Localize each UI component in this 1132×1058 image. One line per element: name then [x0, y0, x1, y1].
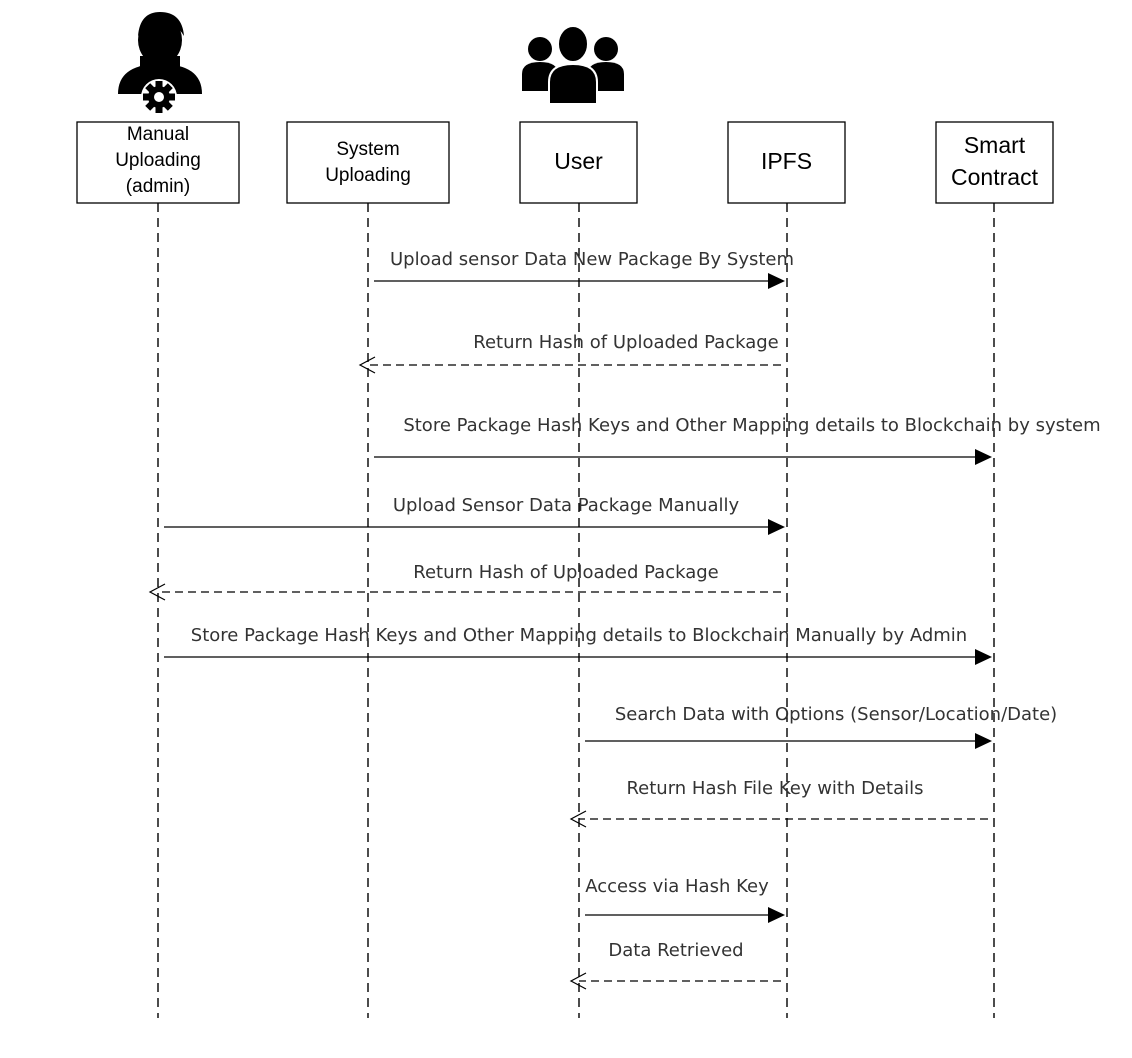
message-label: Search Data with Options (Sensor/Locatio… — [615, 704, 1057, 725]
arrowhead-filled-icon — [975, 733, 992, 749]
participant-label: Uploading — [325, 165, 411, 186]
participant-box — [286, 121, 450, 204]
arrowhead-filled-icon — [768, 273, 785, 289]
message-label: Return Hash File Key with Details — [626, 778, 923, 799]
arrowhead-filled-icon — [975, 649, 992, 665]
message-label: Store Package Hash Keys and Other Mappin… — [403, 415, 1100, 436]
participant-box — [76, 121, 240, 204]
message-label: Return Hash of Uploaded Package — [473, 332, 779, 353]
participant-label: User — [554, 148, 603, 174]
message-8: Return Hash File Key with Details — [569, 778, 988, 828]
participant-label: Smart — [964, 132, 1026, 158]
user-group-icon — [522, 25, 624, 105]
arrowhead-filled-icon — [768, 519, 785, 535]
participant-box — [935, 121, 1054, 204]
message-9: Access via Hash Key — [585, 876, 785, 923]
message-label: Upload sensor Data New Package By System — [390, 249, 794, 270]
arrowhead-filled-icon — [975, 449, 992, 465]
message-3: Store Package Hash Keys and Other Mappin… — [374, 415, 1101, 465]
message-6: Store Package Hash Keys and Other Mappin… — [164, 625, 992, 665]
message-1: Upload sensor Data New Package By System — [374, 249, 794, 289]
participant-label: Contract — [951, 164, 1039, 190]
participant-label: (admin) — [126, 176, 190, 197]
message-label: Store Package Hash Keys and Other Mappin… — [191, 625, 967, 646]
message-2: Return Hash of Uploaded Package — [358, 332, 781, 374]
message-4: Upload Sensor Data Package Manually — [164, 495, 785, 535]
participant-ipfs: IPFS — [727, 121, 846, 204]
message-label: Access via Hash Key — [585, 876, 769, 897]
arrowhead-open-icon — [148, 583, 166, 601]
participant-label: Manual — [127, 124, 189, 145]
message-7: Search Data with Options (Sensor/Locatio… — [585, 704, 1057, 749]
participant-box — [519, 121, 638, 204]
arrowhead-open-icon — [569, 972, 587, 990]
message-label: Return Hash of Uploaded Package — [413, 562, 719, 583]
participant-box — [727, 121, 846, 204]
admin-gear-icon — [118, 12, 202, 115]
message-label: Data Retrieved — [608, 940, 743, 961]
message-10: Data Retrieved — [569, 940, 781, 990]
participant-user: User — [519, 121, 638, 204]
message-5: Return Hash of Uploaded Package — [148, 562, 781, 601]
participant-label: IPFS — [761, 148, 812, 174]
participant-label: Uploading — [115, 150, 201, 171]
arrowhead-open-icon — [358, 356, 376, 374]
message-label: Upload Sensor Data Package Manually — [393, 495, 740, 516]
arrowhead-filled-icon — [768, 907, 785, 923]
arrowhead-open-icon — [569, 810, 587, 828]
participant-label: System — [336, 139, 399, 160]
